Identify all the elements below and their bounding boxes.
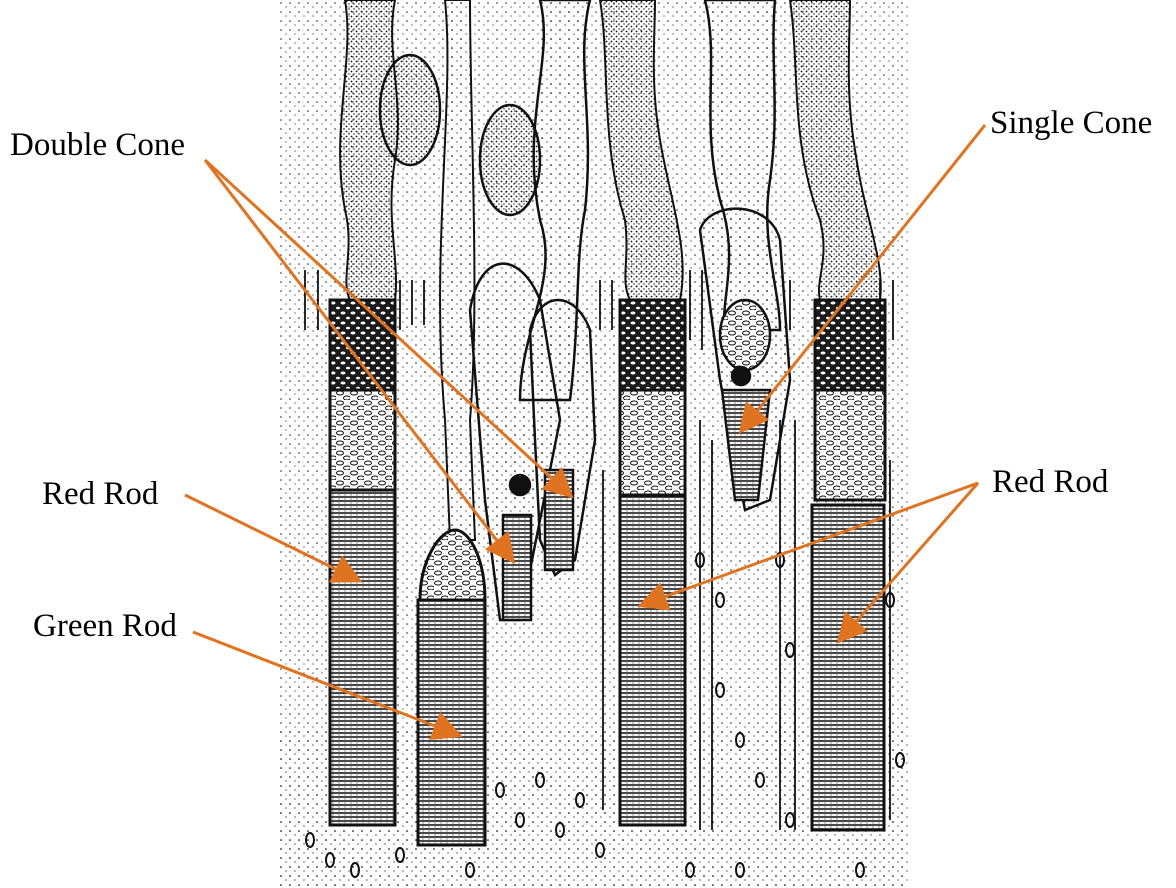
green-rod-label: Green Rod bbox=[33, 610, 177, 643]
double-cone-label: Double Cone bbox=[10, 129, 185, 162]
red-rod-label-left: Red Rod bbox=[42, 478, 158, 511]
red-rod-label-right: Red Rod bbox=[992, 466, 1108, 499]
single-cone-label: Single Cone bbox=[990, 107, 1152, 140]
